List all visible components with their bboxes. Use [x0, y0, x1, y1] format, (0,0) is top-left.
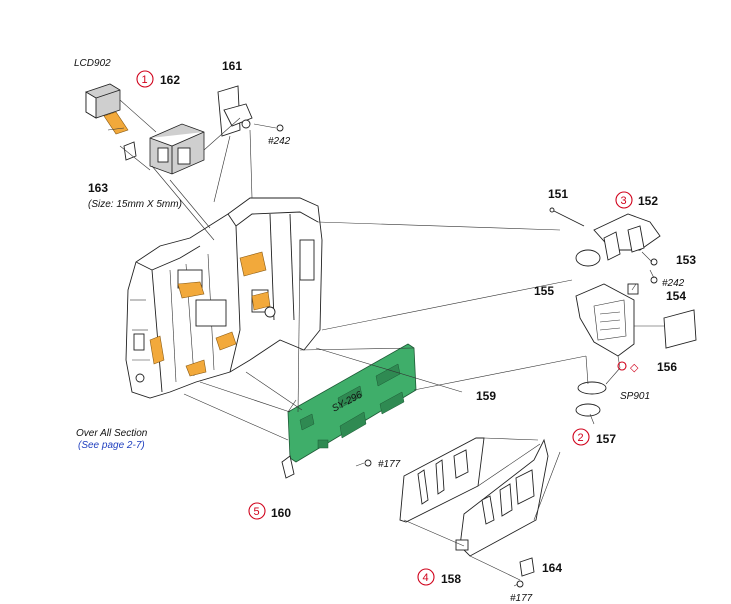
label-overall-section: Over All Section	[76, 428, 148, 439]
marker-3: 3	[621, 195, 627, 207]
label-158: 158	[441, 572, 461, 586]
part-155-cover	[575, 249, 635, 357]
label-size-note: (Size: 15mm X 5mm)	[88, 199, 182, 210]
label-152: 152	[638, 194, 658, 208]
part-151-screw-rod	[549, 207, 585, 227]
part-163-tape	[123, 141, 137, 161]
label-screw-242-right: #242	[662, 278, 685, 289]
screw-242-right	[650, 276, 658, 284]
diamond-marker: ◇	[630, 362, 639, 374]
marker-5-circle	[248, 502, 266, 520]
label-156: 156	[657, 360, 677, 374]
part-157	[575, 403, 601, 425]
marker-4: 4	[423, 572, 429, 584]
marker-4-small-circle	[617, 361, 627, 371]
marker-2-circle	[572, 428, 590, 446]
label-screw-177-bottom: #177	[510, 593, 533, 604]
label-160: 160	[271, 506, 291, 520]
label-153: 153	[676, 253, 696, 267]
part-161-bracket	[217, 85, 284, 137]
label-163: 163	[88, 181, 108, 195]
main-chassis	[125, 197, 323, 399]
part-153-screw	[650, 258, 658, 266]
marker-1: 1	[142, 74, 148, 86]
label-154: 154	[666, 289, 686, 303]
marker-2: 2	[578, 432, 584, 444]
label-162: 162	[160, 73, 180, 87]
label-sp901: SP901	[620, 391, 650, 402]
lcd902-part	[85, 83, 129, 135]
pcb-sy-296: SY-296	[281, 343, 417, 479]
label-screw-177-mid: #177	[378, 459, 401, 470]
screw-177-bottom	[513, 580, 524, 588]
marker-4-circle	[417, 568, 435, 586]
chassis-flex-cables	[149, 251, 271, 377]
marker-3-circle	[615, 191, 633, 209]
part-164	[519, 557, 535, 577]
label-157: 157	[596, 432, 616, 446]
part-152-bracket	[593, 213, 661, 261]
marker-1-circle	[136, 70, 154, 88]
label-161: 161	[222, 59, 242, 73]
screw-177-mid	[364, 459, 372, 467]
speaker-sp901	[577, 367, 621, 395]
marker-5: 5	[254, 506, 260, 518]
leader-lines	[119, 99, 664, 581]
see-page-link[interactable]: (See page 2-7)	[78, 440, 145, 451]
part-156-sheet	[663, 309, 697, 349]
part-162-block	[149, 123, 205, 175]
label-screw-242-top: #242	[268, 136, 291, 147]
label-151: 151	[548, 187, 568, 201]
label-155: 155	[534, 284, 554, 298]
label-159: 159	[476, 389, 496, 403]
label-164: 164	[542, 561, 562, 575]
label-lcd902: LCD902	[74, 58, 111, 69]
